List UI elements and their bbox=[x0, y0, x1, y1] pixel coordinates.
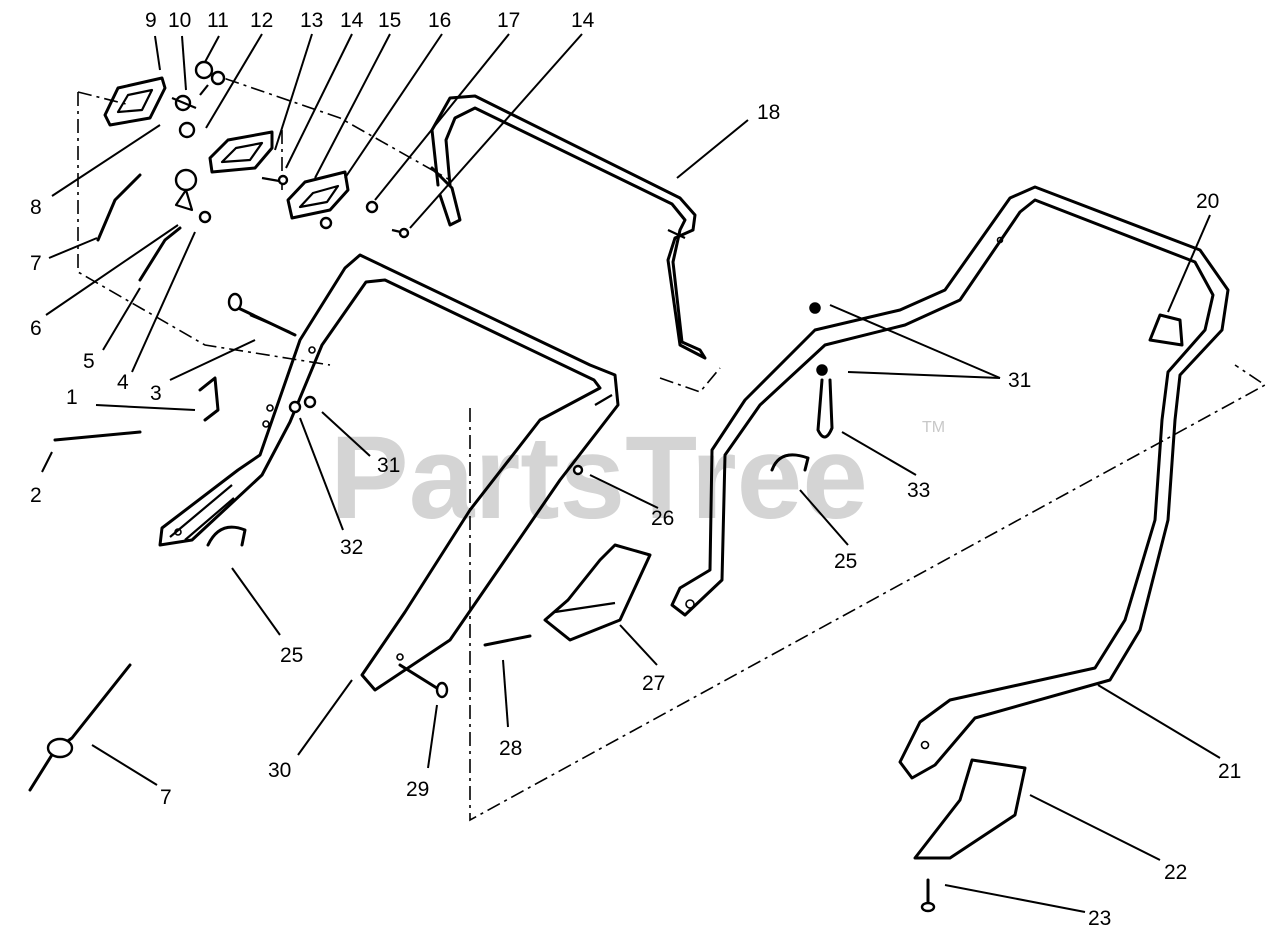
callout-23: 23 bbox=[1088, 907, 1111, 930]
callout-9: 9 bbox=[145, 9, 157, 32]
callout-28: 28 bbox=[499, 737, 522, 760]
upper-handle bbox=[430, 94, 707, 360]
callout-29: 29 bbox=[406, 778, 429, 801]
callout-4: 4 bbox=[117, 371, 129, 394]
callout-31-left: 31 bbox=[377, 454, 400, 477]
hardware bbox=[28, 60, 1184, 913]
callout-2: 2 bbox=[30, 484, 42, 507]
callout-1: 1 bbox=[66, 386, 78, 409]
watermark-text: PartsTree bbox=[330, 412, 868, 544]
watermark: PartsTree TM bbox=[330, 412, 945, 544]
callout-14-top-left: 14 bbox=[340, 9, 364, 32]
callout-16: 16 bbox=[428, 9, 451, 32]
watermark-trademark: TM bbox=[922, 419, 945, 436]
callout-31-right: 31 bbox=[1008, 369, 1031, 392]
callout-11: 11 bbox=[207, 9, 229, 32]
callout-25-left: 25 bbox=[280, 644, 303, 667]
callout-15: 15 bbox=[378, 9, 401, 32]
callout-10: 10 bbox=[168, 9, 191, 32]
callout-3: 3 bbox=[150, 382, 162, 405]
callout-20: 20 bbox=[1196, 190, 1219, 213]
callout-32: 32 bbox=[340, 536, 363, 559]
handle-right bbox=[670, 185, 1230, 780]
callout-14-top-right: 14 bbox=[571, 9, 595, 32]
callout-7-top: 7 bbox=[30, 252, 42, 275]
leader-lines bbox=[41, 33, 1221, 913]
callout-33: 33 bbox=[907, 479, 930, 502]
callout-6: 6 bbox=[30, 317, 42, 340]
callout-labels: 9 10 11 12 13 14 15 16 17 14 18 20 8 7 6… bbox=[30, 9, 1241, 930]
callout-8: 8 bbox=[30, 196, 42, 219]
callout-21: 21 bbox=[1218, 760, 1241, 783]
callout-26: 26 bbox=[651, 507, 674, 530]
callout-13: 13 bbox=[300, 9, 323, 32]
callout-27: 27 bbox=[642, 672, 665, 695]
callout-18: 18 bbox=[757, 101, 780, 124]
callout-12: 12 bbox=[250, 9, 273, 32]
callout-5: 5 bbox=[83, 350, 95, 373]
assembly-lines bbox=[77, 69, 1267, 822]
callout-30: 30 bbox=[268, 759, 291, 782]
lower-handle-left bbox=[158, 253, 620, 692]
handle-mount-plates bbox=[103, 76, 350, 220]
callout-22: 22 bbox=[1164, 861, 1187, 884]
callout-25-right: 25 bbox=[834, 550, 857, 573]
callout-17: 17 bbox=[497, 9, 520, 32]
callout-7-bottom: 7 bbox=[160, 786, 172, 809]
